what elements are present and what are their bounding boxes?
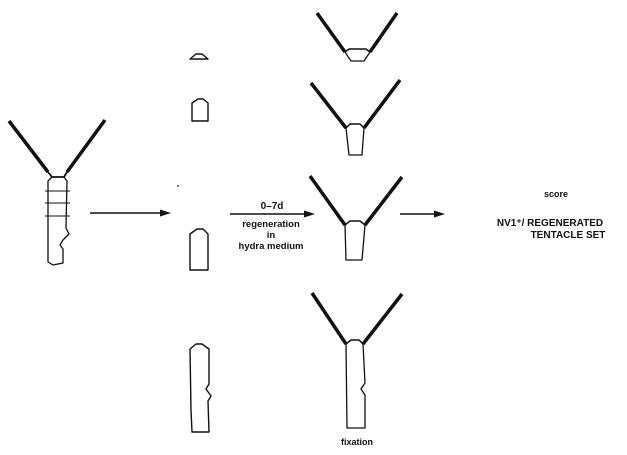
original-hydra <box>7 118 107 266</box>
condition-label-line-3: hydra medium <box>239 241 304 252</box>
stray-dot <box>177 185 179 187</box>
body-fragments <box>177 53 212 433</box>
regenerate-1 <box>315 11 399 62</box>
original-hydra-left-tentacle <box>7 119 50 174</box>
fixation-label: fixation <box>341 437 373 447</box>
regenerate-4 <box>310 292 404 429</box>
original-hydra-right-tentacle <box>65 118 107 174</box>
fragment-upper <box>191 98 209 122</box>
time-label: 0–7d <box>261 201 284 212</box>
result-label-line-2: TENTACLE SET <box>531 230 606 241</box>
fragment-lower <box>189 343 212 433</box>
condition-label-line-1: regeneration <box>242 219 300 230</box>
score-label: score <box>544 189 568 199</box>
original-hydra-hypostome <box>47 171 68 178</box>
arrow-to-score <box>400 210 445 218</box>
condition-label-line-2: in <box>267 230 276 241</box>
regenerated-hydrae <box>308 11 404 429</box>
fragment-middle <box>189 228 209 271</box>
regeneration-step: 0–7d regeneration in hydra medium <box>230 201 315 252</box>
fragment-head <box>189 53 209 60</box>
result-label-line-1: NV1⁺/ REGENERATED <box>497 218 603 229</box>
regenerate-2 <box>309 78 402 156</box>
regenerate-3 <box>308 174 404 261</box>
original-hydra-body <box>47 176 70 266</box>
arrow-to-fragments <box>90 209 171 217</box>
